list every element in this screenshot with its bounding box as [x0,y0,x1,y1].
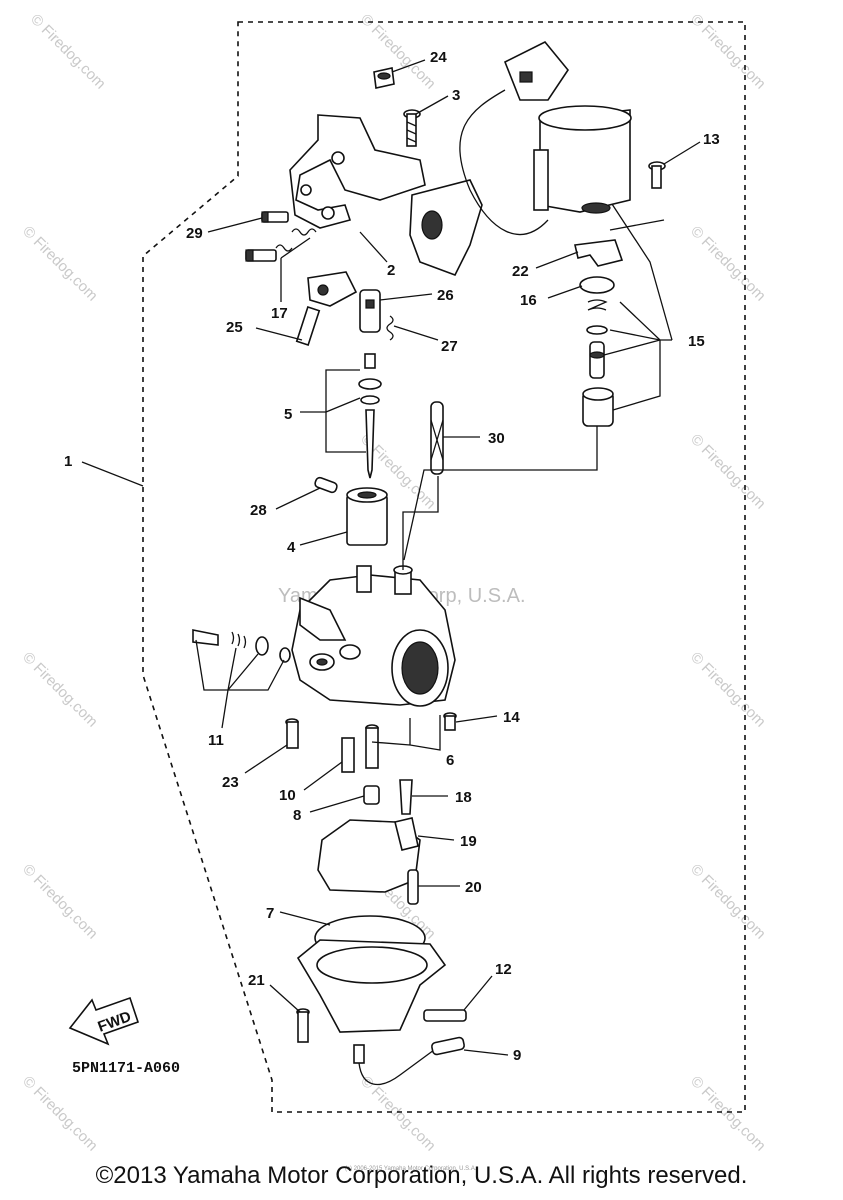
part-10-pilot-jet [341,737,355,773]
callout-12: 12 [495,961,512,978]
part-9-drain-hose [353,1036,465,1086]
watermark-brand: © Firedog.com [687,11,769,93]
part-14-screw [443,712,457,731]
callout-11: 11 [208,732,224,749]
callout-29: 29 [186,225,203,242]
part-3-screw [403,109,421,147]
watermark-tiny: (c) 2006-2015 Yamaha Motor Corporation, … [345,1166,477,1172]
part-25-screw [295,306,321,346]
callout-6: 6 [446,752,454,769]
callout-27: 27 [441,338,458,355]
part-4-throttle-valve [346,487,388,546]
callout-10: 10 [279,787,296,804]
callout-14: 14 [503,709,520,726]
assembly-frame [142,21,746,1113]
part-29-screw [261,211,289,223]
part-7-gasket-and-bowl [296,915,447,1033]
callout-20: 20 [465,879,482,896]
callout-1: 1 [64,453,72,470]
callout-24: 24 [430,49,447,66]
part-20-float-pin [407,869,419,905]
callout-13: 13 [703,131,720,148]
callout-9: 9 [513,1047,521,1064]
part-17-screw [245,228,317,262]
watermark-brand: © Firedog.com [357,11,439,93]
part-autochoke-connector [459,40,632,236]
callout-26: 26 [437,287,454,304]
watermark-brand: © Firedog.com [687,649,769,731]
part-26-lever [307,271,381,333]
callout-18: 18 [455,789,472,806]
part-11-air-screw-set [192,629,291,663]
part-23-bolt [285,718,299,749]
callout-28: 28 [250,502,267,519]
callout-8: 8 [293,807,301,824]
part-5-jet-needle [358,353,382,479]
callout-25: 25 [226,319,243,336]
part-16-o-ring [579,276,615,294]
callout-16: 16 [520,292,537,309]
callout-22: 22 [512,263,529,280]
part-28-screw [314,476,338,494]
callout-4: 4 [287,539,296,556]
callout-15: 15 [688,333,705,350]
watermark-brand: © Firedog.com [19,649,101,731]
part-21-screw [296,1008,310,1043]
fwd-arrow: FWD [68,996,140,1046]
part-8-main-jet [363,785,380,805]
callout-3: 3 [452,87,460,104]
part-24-nut [373,67,395,89]
watermark-brand: © Firedog.com [687,1073,769,1155]
part-18-float-needle [399,779,413,815]
part-6-needle-jet [365,724,379,769]
watermark-brand: © Firedog.com [687,223,769,305]
callout-labels: 24 3 13 29 2 22 26 16 17 25 15 27 5 30 1… [64,49,720,1064]
part-30-rod [430,401,444,475]
callout-17: 17 [271,305,288,322]
part-22-plate [574,239,624,267]
copyright-notice: ©2013 Yamaha Motor Corporation, U.S.A. A… [95,1162,748,1189]
watermark-brand: © Firedog.com [687,431,769,513]
watermark-brand: © Firedog.com [19,1073,101,1155]
part-1-carburetor-body [291,565,456,707]
part-19-float [317,817,421,893]
diagram-code: 5PN1171-A060 [72,1060,180,1077]
leader-lines [81,59,701,1056]
callout-23: 23 [222,774,239,791]
callout-30: 30 [488,430,505,447]
watermark-brand: © Firedog.com [27,11,109,93]
callout-19: 19 [460,833,477,850]
callout-2: 2 [387,262,395,279]
part-12-drain-screw [423,1009,467,1022]
callout-7: 7 [266,905,274,922]
part-15-starter-plunger-set [582,299,614,427]
watermark-brand: © Firedog.com [19,861,101,943]
watermark-brand: © Firedog.com [357,1073,439,1155]
watermark-brand: © Firedog.com [19,223,101,305]
callout-5: 5 [284,406,292,423]
callout-21: 21 [248,972,265,989]
part-2-linkage-bracket [289,114,483,276]
part-27-spring [386,315,394,341]
part-13-screw [648,161,666,189]
watermark-brand: © Firedog.com [687,861,769,943]
